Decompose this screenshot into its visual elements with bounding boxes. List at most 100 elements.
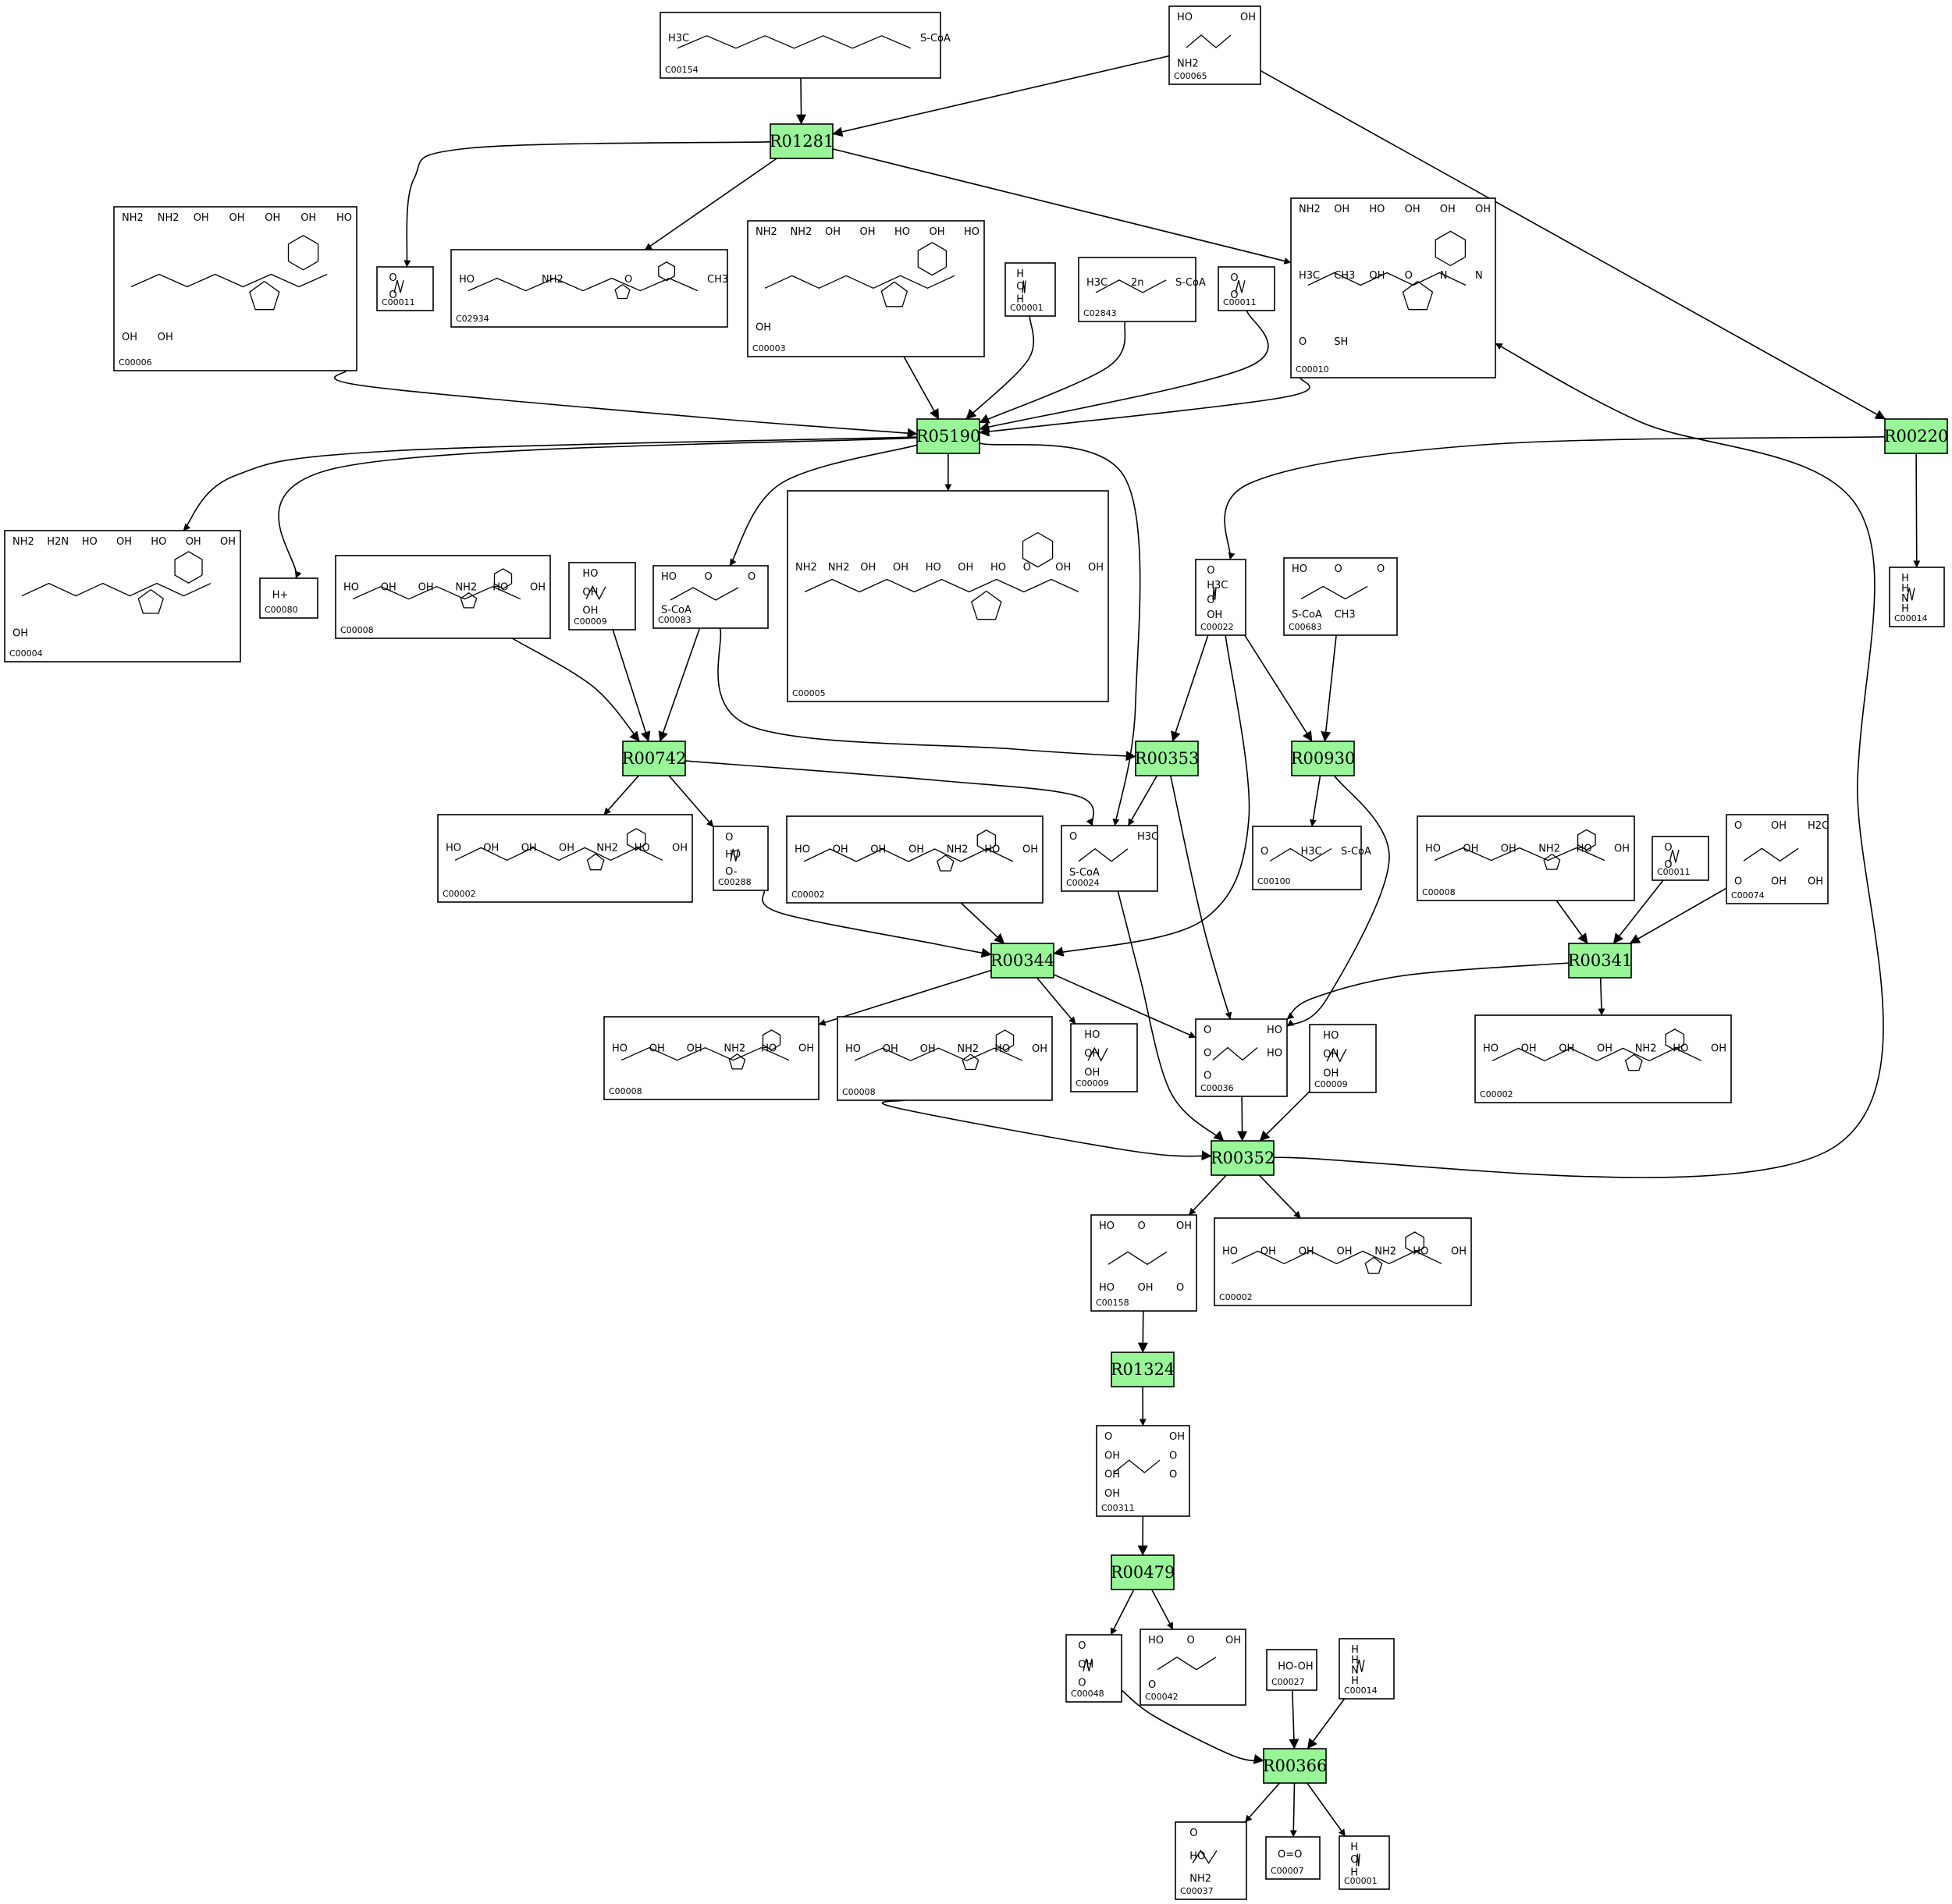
atom-label: NH2 [542, 274, 564, 286]
edge-c00154-to-R01281 [796, 77, 807, 125]
bond-stroke [1113, 1459, 1161, 1474]
atom-label: NH2 [158, 212, 180, 224]
atom-label: OH [1207, 609, 1222, 621]
edge-c00008b-to-R00341 [1556, 900, 1588, 944]
reaction-node-r00352[interactable]: R00352 [1211, 1140, 1275, 1176]
atom-label: H [1016, 293, 1024, 305]
bond-stroke [670, 587, 739, 601]
atom-label: OH [158, 332, 173, 343]
reaction-node-r00344[interactable]: R00344 [990, 943, 1055, 979]
atom-label: OH [687, 1043, 702, 1055]
bond-stroke [1405, 1231, 1424, 1254]
atom-label: CH3 [707, 274, 728, 286]
compound-box [1252, 826, 1362, 890]
atom-label: O [1187, 1635, 1195, 1646]
atom-label: H3C [668, 33, 689, 44]
atom-label: O [389, 272, 396, 284]
compound-box [786, 815, 1044, 904]
reaction-node-r00353[interactable]: R00353 [1135, 741, 1200, 776]
compound-node-c00080[interactable]: H+C00080 [259, 577, 318, 619]
reaction-node-r00930[interactable]: R00930 [1291, 741, 1356, 776]
atom-label: OH [860, 562, 876, 574]
reaction-node-r00479[interactable]: R00479 [1111, 1554, 1175, 1590]
atom-label: N [1901, 593, 1909, 605]
reaction-node-r00366[interactable]: R00366 [1263, 1748, 1328, 1784]
reaction-node-r00220[interactable]: R00220 [1884, 418, 1949, 454]
reaction-node-r01281[interactable]: R01281 [770, 123, 834, 159]
atom-label: O [1023, 562, 1031, 574]
reaction-node-r00742[interactable]: R00742 [622, 741, 687, 776]
atom-label: NH2 [1635, 1043, 1657, 1055]
atom-label: HO [1292, 563, 1307, 575]
edge-R00742-to-c00288 [668, 775, 714, 828]
compound-id-label: C00001 [1344, 1876, 1378, 1886]
compound-box [1090, 1214, 1197, 1312]
atom-label: O [389, 290, 396, 301]
compound-id-label: C00037 [1180, 1886, 1214, 1896]
atom-label: O [1169, 1469, 1177, 1481]
bond-stroke [1743, 847, 1799, 862]
edge-c00003a-to-R05190 [903, 356, 940, 420]
atom-label: HO [926, 562, 941, 574]
reaction-node-r01324[interactable]: R01324 [1111, 1352, 1175, 1387]
compound-box [1339, 1638, 1395, 1700]
edge-layer [183, 55, 1921, 1838]
atom-label: H3C [1207, 580, 1228, 591]
atom-label: OH [1022, 844, 1038, 855]
atom-label: NH2 [1299, 204, 1321, 215]
reaction-node-r05190[interactable]: R05190 [916, 418, 981, 454]
atom-label: NH2 [1177, 59, 1199, 70]
atom-label: NH2 [122, 212, 144, 224]
bond-stroke [1577, 829, 1596, 851]
bond-stroke [1083, 1658, 1093, 1671]
atom-label: HO [582, 568, 598, 580]
atom-label: S-CoA [1175, 277, 1206, 289]
atom-label: O [1176, 1282, 1184, 1294]
bond-stroke [137, 589, 164, 614]
reaction-node-r00341[interactable]: R00341 [1568, 943, 1633, 979]
compound-id-label: C00074 [1731, 890, 1765, 900]
